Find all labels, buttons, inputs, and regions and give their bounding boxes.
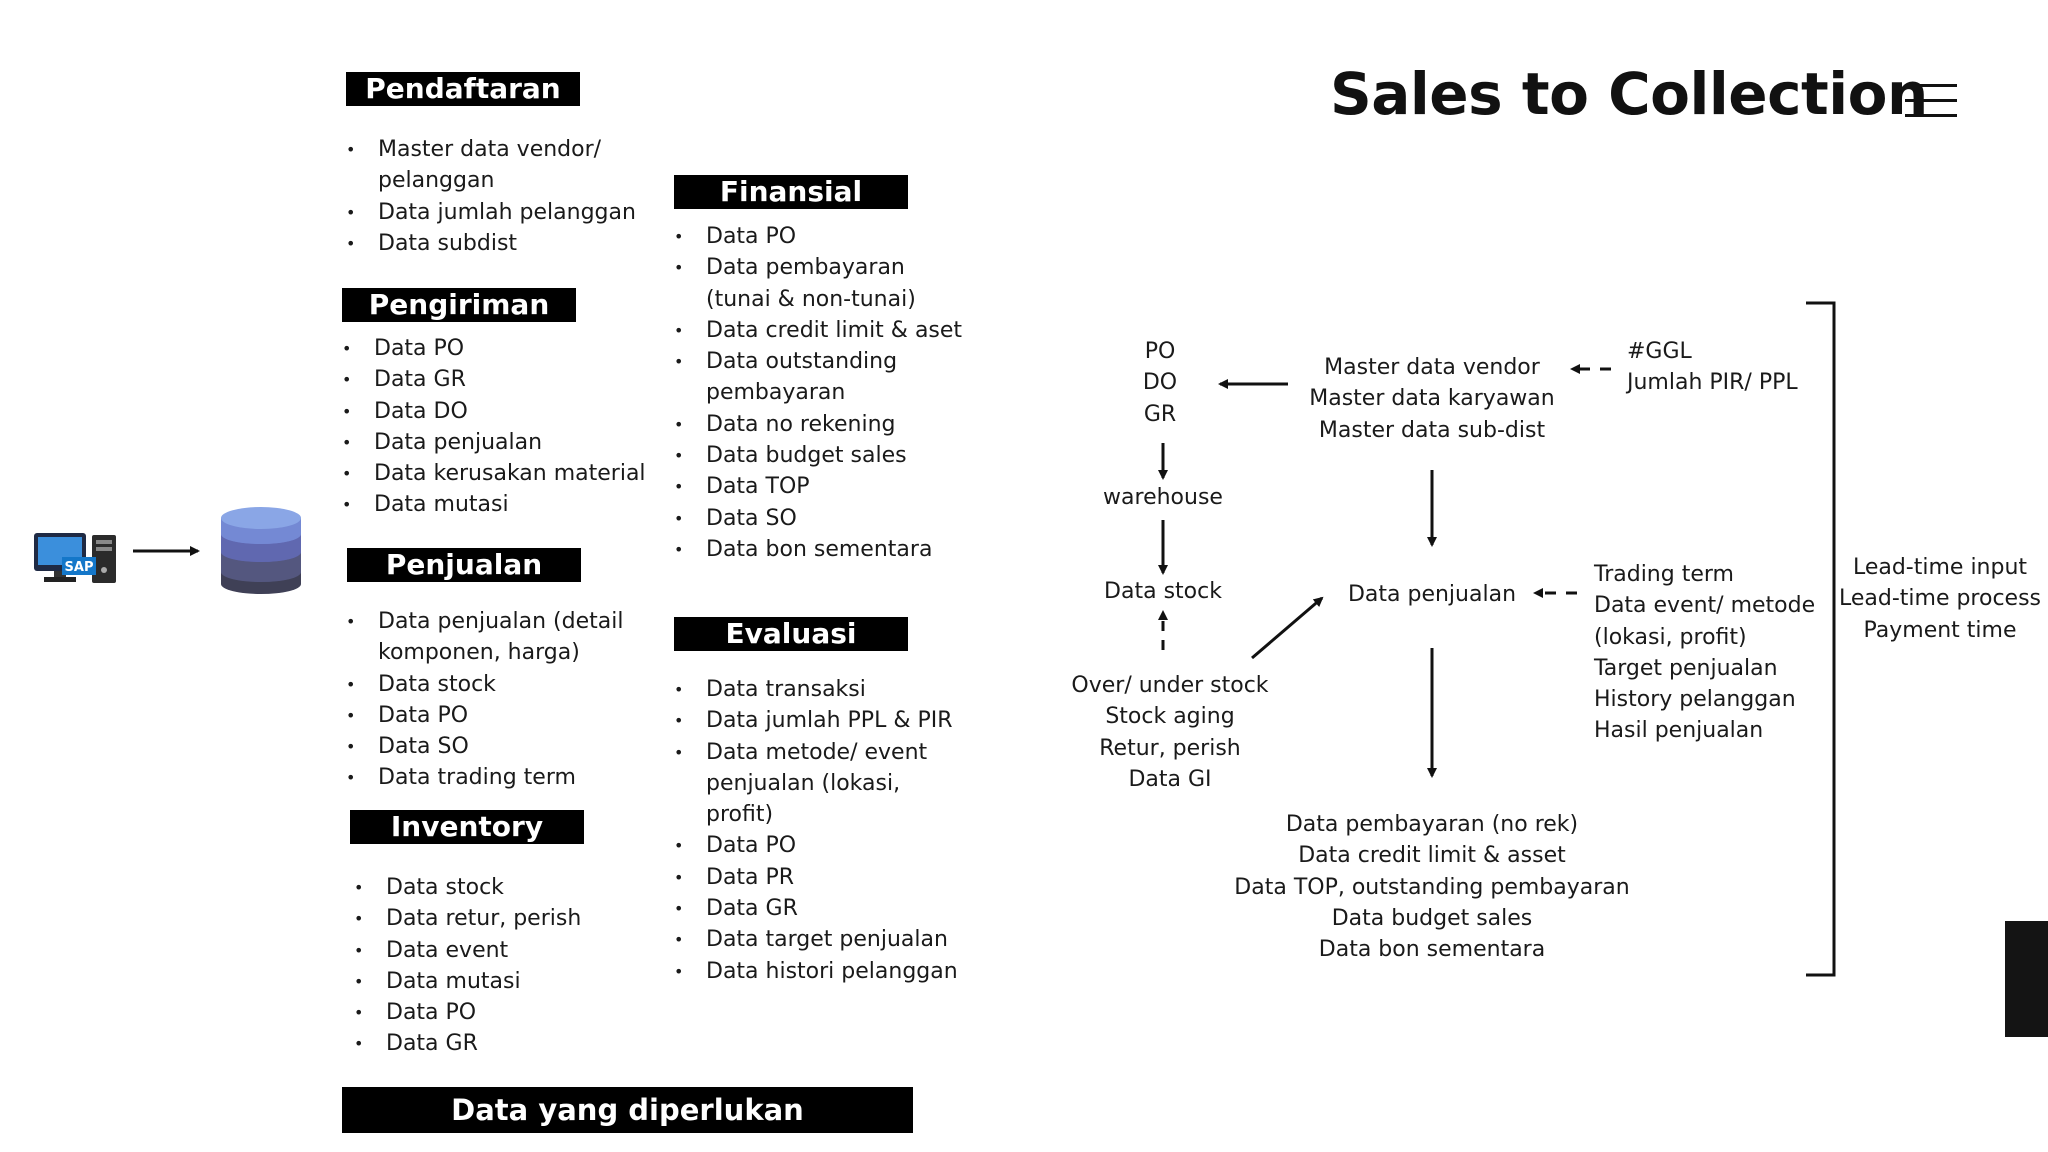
list-pendaftaran: Master data vendor/ pelanggan Data jumla… [346, 134, 646, 259]
list-item: Master data vendor/ pelanggan [346, 134, 646, 197]
list-finansial: Data PO Data pembayaran (tunai & non-tun… [674, 221, 974, 566]
arrow-issues-to-penjualan [1251, 596, 1324, 660]
list-item: Data jumlah pelanggan [346, 197, 646, 229]
list-item: Data outstanding pembayaran [674, 346, 974, 409]
header-penjualan: Penjualan [347, 548, 581, 582]
list-item: Data PO [342, 333, 672, 365]
list-item: Data mutasi [342, 489, 672, 521]
list-inventory: Data stock Data retur, perish Data event… [354, 872, 654, 1060]
list-item: Data trading term [346, 762, 646, 794]
sap-label: SAP [65, 560, 94, 575]
header-inventory: Inventory [350, 810, 584, 844]
list-item: Data bon sementara [674, 534, 974, 566]
header-evaluasi: Evaluasi [674, 617, 908, 651]
bracket [1806, 301, 1836, 977]
list-item: Data histori pelanggan [674, 956, 974, 988]
list-item: Data DO [342, 396, 672, 428]
list-penjualan: Data penjualan (detail komponen, harga) … [346, 606, 646, 794]
list-item: Data kerusakan material [342, 458, 672, 490]
list-item: Data budget sales [674, 440, 974, 472]
list-item: Data PO [354, 997, 654, 1029]
list-item: Data target penjualan [674, 924, 974, 956]
node-payment: Data pembayaran (no rek)Data credit limi… [1234, 812, 1630, 963]
list-item: Data transaksi [674, 674, 974, 706]
list-item: Data SO [346, 731, 646, 763]
header-pendaftaran: Pendaftaran [346, 72, 580, 106]
node-data-penjualan: Data penjualan [1347, 582, 1517, 607]
hamburger-menu-icon[interactable] [1905, 84, 1957, 118]
list-item: Data PO [346, 700, 646, 732]
list-item: Data no rekening [674, 409, 974, 441]
list-item: Data event [354, 935, 654, 967]
list-item: Data mutasi [354, 966, 654, 998]
list-item: Data jumlah PPL & PIR [674, 705, 974, 737]
computer-sap-icon: SAP [32, 530, 118, 586]
list-item: Data SO [674, 503, 974, 535]
list-item: Data metode/ event penjualan (lokasi, pr… [674, 737, 974, 831]
list-item: Data penjualan [342, 427, 672, 459]
header-pengiriman: Pengiriman [342, 288, 576, 322]
list-item: Data subdist [346, 228, 646, 260]
list-item: Data retur, perish [354, 903, 654, 935]
side-tab[interactable] [2005, 921, 2048, 1037]
list-item: Data PR [674, 862, 974, 894]
list-pengiriman: Data PO Data GR Data DO Data penjualan D… [342, 333, 672, 521]
node-warehouse: warehouse [1103, 485, 1223, 510]
list-item: Data stock [346, 669, 646, 701]
list-item: Data penjualan (detail komponen, harga) [346, 606, 646, 669]
list-item: Data GR [674, 893, 974, 925]
list-item: Data PO [674, 830, 974, 862]
list-item: Data GR [342, 364, 672, 396]
header-finansial: Finansial [674, 175, 908, 209]
list-item: Data pembayaran (tunai & non-tunai) [674, 252, 974, 315]
footer-label: Data yang diperlukan [342, 1087, 913, 1133]
list-item: Data GR [354, 1028, 654, 1060]
list-item: Data credit limit & aset [674, 315, 974, 347]
list-item: Data stock [354, 872, 654, 904]
node-data-stock: Data stock [1104, 579, 1222, 604]
database-icon [218, 504, 304, 596]
list-item: Data PO [674, 221, 974, 253]
list-evaluasi: Data transaksi Data jumlah PPL & PIR Dat… [674, 674, 974, 987]
list-item: Data TOP [674, 471, 974, 503]
page-title: Sales to Collection [1330, 60, 1928, 128]
